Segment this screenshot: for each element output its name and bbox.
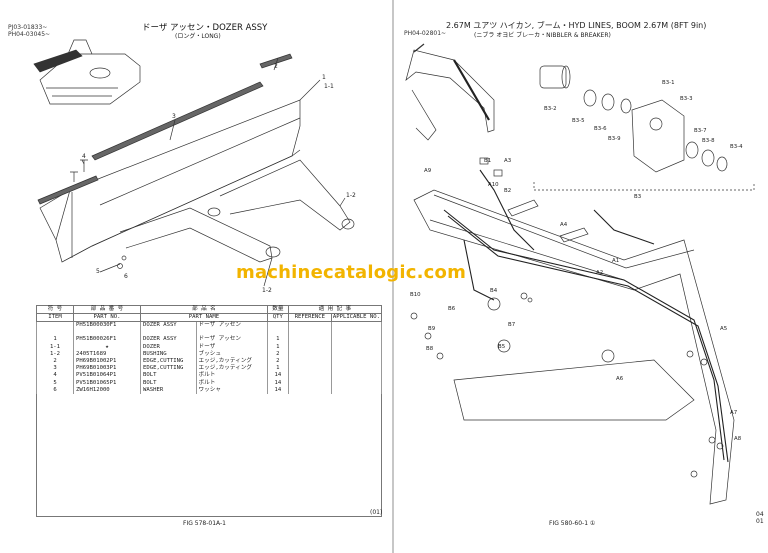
right-ref-code: PH04-02801~ — [404, 30, 447, 37]
callout-3: 3 — [172, 113, 176, 120]
right-page-title: 2.67M ユアツ ハイカン, ブーム・HYD LINES, BOOM 2.67… — [446, 21, 707, 30]
excavator-thumbnail-icon — [33, 39, 141, 105]
callout-2: 2 — [274, 63, 278, 70]
callout-b3: B3 — [634, 194, 641, 200]
callout-a3: A3 — [504, 158, 511, 164]
callout-b9: B9 — [428, 326, 436, 332]
callout-1: 1 — [322, 74, 326, 81]
table-row: 5 PV51B01065P1 BOLT ボルト 14 — [36, 379, 383, 387]
figure-label: FIG 578-01A-1 — [183, 520, 226, 527]
page-title: ドーザ アッセン・DOZER ASSY — [142, 23, 268, 33]
right-corner-note-1: 04 — [756, 511, 764, 518]
fitting-parts — [410, 157, 724, 478]
callout-a7: A7 — [730, 410, 737, 416]
page-subtitle: (ロング・LONG) — [175, 33, 221, 40]
callout-b3-3: B3-3 — [680, 96, 693, 102]
right-figure-label: FIG 580-60-1 ① — [549, 520, 596, 527]
callout-b3-4: B3-4 — [730, 144, 743, 150]
boom-outline — [413, 189, 735, 505]
th-name: PART NAME — [140, 313, 268, 322]
table-row: 4 PV51B01064P1 BOLT ボルト 14 — [36, 372, 383, 380]
th-qty-jp: 数量 — [266, 305, 289, 314]
callout-b3-1: B3-1 — [662, 80, 675, 86]
callout-b5: B5 — [498, 344, 505, 350]
table-row: 6 ZW16H12000 WASHER ワッシャ 14 — [36, 386, 383, 395]
th-applicable: APPLICABLE NO. — [330, 313, 383, 322]
callout-b3-6: B3-6 — [594, 126, 607, 132]
table-row: 2 PH69B01002P1 EDGE,CUTTING エッジ,カッティング 2 — [36, 358, 383, 366]
parts-table: 符 号 部 品 番 号 部 品 名 数量 適 用 記 事 ITEM PART N… — [36, 305, 383, 395]
callout-b8: B8 — [426, 346, 434, 352]
callout-b4: B4 — [490, 288, 498, 294]
th-name-jp: 部 品 名 — [140, 305, 268, 314]
callout-a2: A2 — [596, 270, 603, 276]
left-catalog-page: PJ03-01833~ PH04-03045~ ドーザ アッセン・DOZER A… — [8, 23, 383, 527]
callout-b3-2: B3-2 — [544, 106, 557, 112]
callout-1-2b: 1-2 — [262, 287, 272, 294]
callout-6: 6 — [124, 273, 128, 280]
table-row: PH51B00030F1 DOZER ASSY ドーザ アッセン — [36, 321, 383, 330]
table-row: 3 PH69B01003P1 EDGE,CUTTING エッジ,カッティング 1 — [36, 365, 383, 373]
callout-1-1: 1-1 — [324, 83, 334, 90]
excavator-inset-icon — [405, 43, 495, 141]
callout-b3-8: B3-8 — [702, 138, 715, 144]
callout-b10: B10 — [410, 292, 421, 298]
th-item-jp: 符 号 — [36, 305, 74, 314]
th-partno: PART NO. — [73, 313, 141, 322]
callout-5: 5 — [96, 268, 100, 275]
callout-a9: A9 — [424, 168, 432, 174]
right-corner-note-2: 01 — [756, 518, 764, 525]
callout-1-2a: 1-2 — [346, 192, 356, 199]
dozer-arms-outline — [119, 159, 355, 263]
callout-a8: A8 — [734, 436, 742, 442]
table-row: 1-2 2405T1689 BUSHING ブッシュ 2 — [36, 350, 383, 358]
callout-b3-5: B3-5 — [572, 118, 585, 124]
ref-code-1: PJ03-01833~ — [8, 24, 48, 31]
hyd-lines-boom-diagram: B3-1 B3-2 B3-3 B3-4 B3-5 B3-6 B3-7 B3-8 … — [405, 43, 755, 505]
th-qty: QTY — [266, 313, 289, 322]
callout-a6: A6 — [616, 376, 624, 382]
right-catalog-page: PH04-02801~ 2.67M ユアツ ハイカン, ブーム・HYD LINE… — [394, 0, 768, 553]
callout-a1: A1 — [612, 258, 619, 264]
table-row: 1 PH51B00026F1 DOZER ASSY ドーザ アッセン 1 — [36, 336, 383, 344]
hydraulic-lines — [443, 169, 729, 463]
th-reference: REFERENCE — [287, 313, 332, 322]
callout-b7: B7 — [508, 322, 515, 328]
th-note-jp: 適 用 記 事 — [287, 305, 383, 314]
right-page-subtitle: (ニブラ オヨビ ブレーカ・NIBBLER & BREAKER) — [474, 32, 611, 39]
ref-code-2: PH04-03045~ — [8, 31, 51, 38]
table-row: 1-1 ★ DOZER ドーザ 1 — [36, 343, 383, 351]
callout-b3-7: B3-7 — [694, 128, 707, 134]
b3-fitting-detail — [533, 65, 755, 191]
dozer-blade-outline — [39, 99, 301, 263]
callout-b2: B2 — [504, 188, 511, 194]
callout-b1: B1 — [484, 158, 491, 164]
cutting-edge-parts — [37, 53, 293, 205]
dozer-assembly-diagram: 1 1-1 1-2 1-2 2 3 4 5 6 — [33, 39, 356, 294]
corner-note: (01) — [370, 509, 383, 516]
watermark-text: machinecatalogic.com — [236, 262, 467, 283]
callout-4: 4 — [82, 153, 86, 160]
th-partno-jp: 部 品 番 号 — [73, 305, 141, 314]
page-divider — [392, 0, 394, 553]
callout-a10: A10 — [488, 182, 499, 188]
callout-b6: B6 — [448, 306, 456, 312]
callout-a4: A4 — [560, 222, 568, 228]
callout-b3-9: B3-9 — [608, 136, 621, 142]
th-item: ITEM — [36, 313, 74, 322]
callout-a5: A5 — [720, 326, 727, 332]
